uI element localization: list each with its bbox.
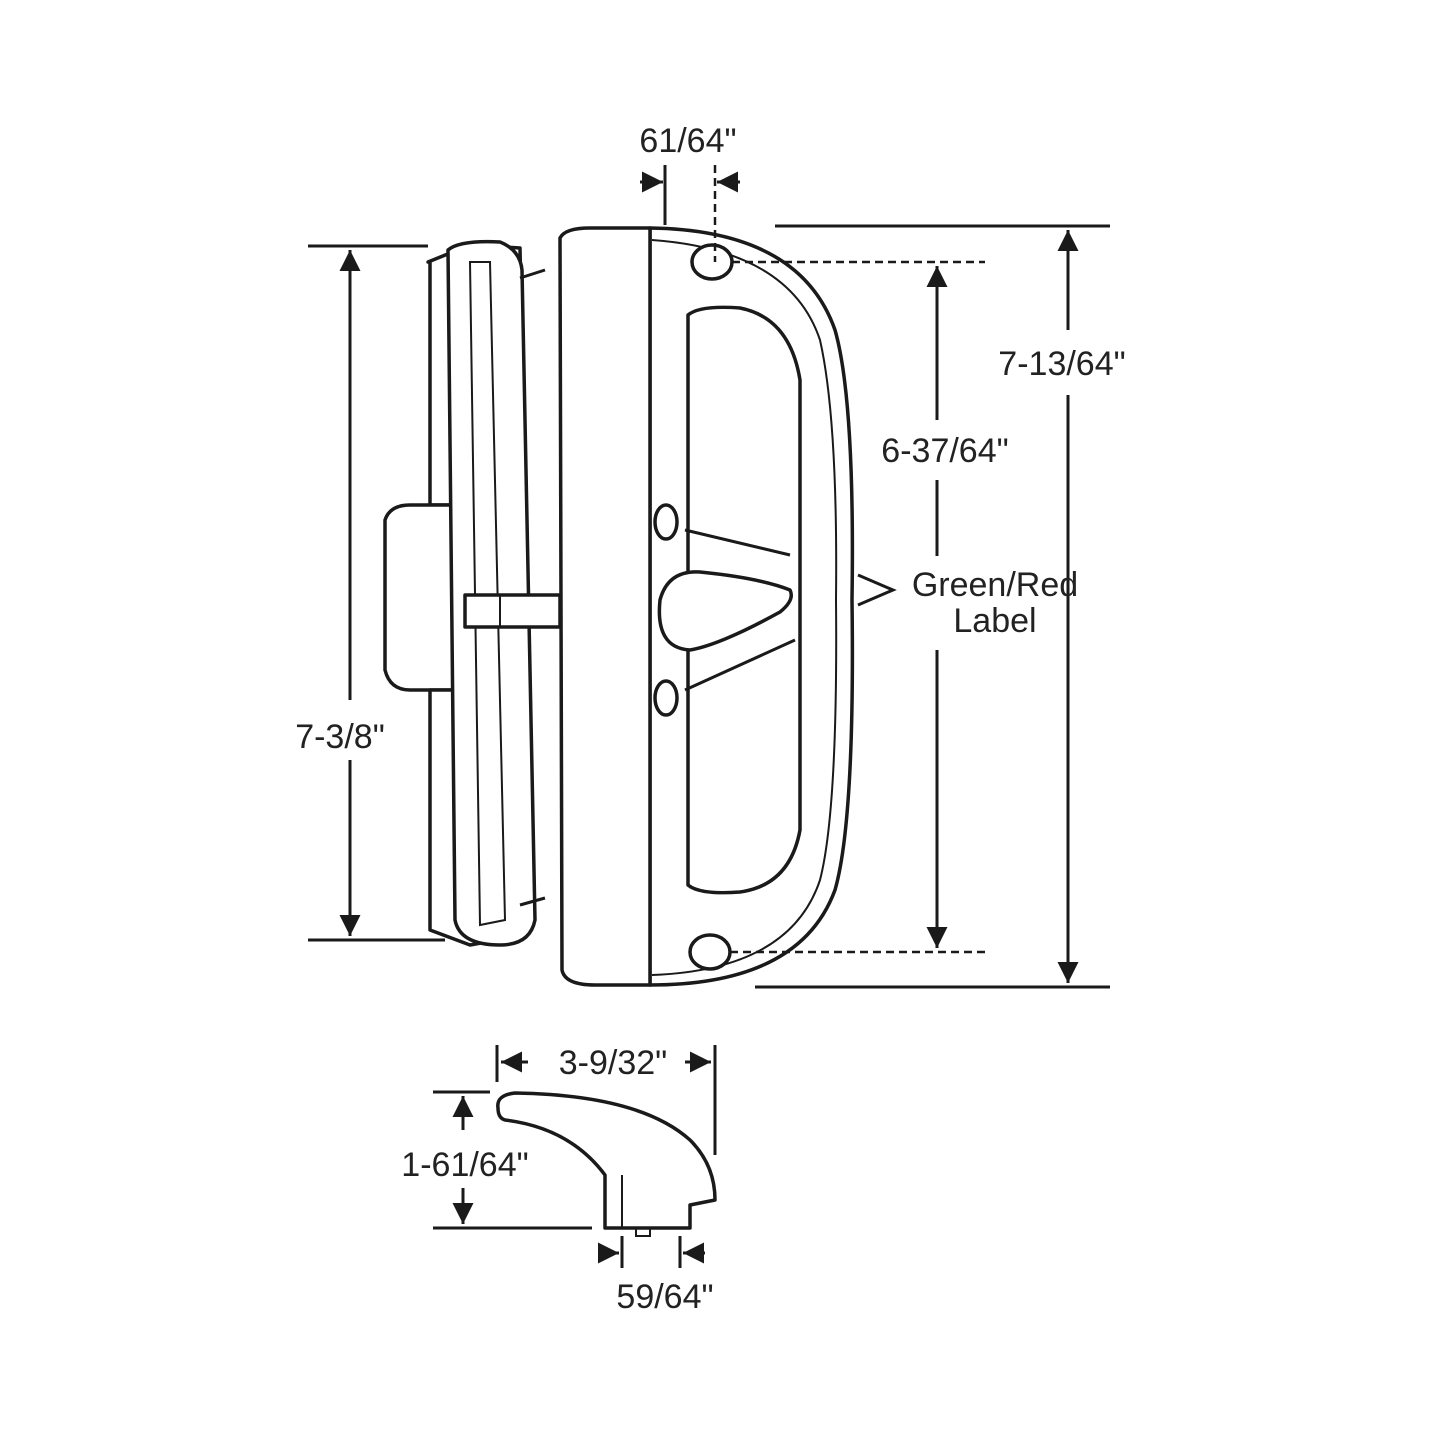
dim-label-lever-base: 59/64" <box>616 1278 713 1316</box>
dim-screw-offset: 61/64" <box>639 122 740 262</box>
lower-indicator-window <box>653 679 679 717</box>
handle-body <box>558 226 855 987</box>
callout-line-2: Label <box>953 602 1036 640</box>
dim-lever-length: 3-9/32" <box>495 1044 717 1155</box>
dim-hole-spacing: 6-37/64" <box>730 260 1009 954</box>
dim-label-overall-height: 7-13/64" <box>998 345 1125 383</box>
thumb-lever <box>657 570 793 652</box>
dim-label-lever-length: 3-9/32" <box>559 1044 667 1082</box>
label-callout: Green/Red Label <box>857 566 1078 640</box>
bottom-screw-hole <box>688 933 732 971</box>
dim-overall-height: 7-13/64" <box>755 224 1126 989</box>
dim-label-back-plate-height: 7-3/8" <box>295 718 385 756</box>
dim-label-hole-spacing: 6-37/64" <box>881 432 1008 470</box>
dim-lever-base: 59/64" <box>598 1236 714 1316</box>
dim-lever-height: 1-61/64" <box>401 1090 592 1230</box>
lever-part <box>496 1091 717 1237</box>
back-plate <box>383 239 562 947</box>
top-screw-hole <box>690 243 734 281</box>
upper-indicator-window <box>653 503 679 541</box>
dim-label-screw-offset: 61/64" <box>639 122 736 160</box>
dim-back-plate-height: 7-3/8" <box>295 244 445 942</box>
callout-line-1: Green/Red <box>912 566 1078 604</box>
dim-label-lever-height: 1-61/64" <box>401 1146 528 1184</box>
